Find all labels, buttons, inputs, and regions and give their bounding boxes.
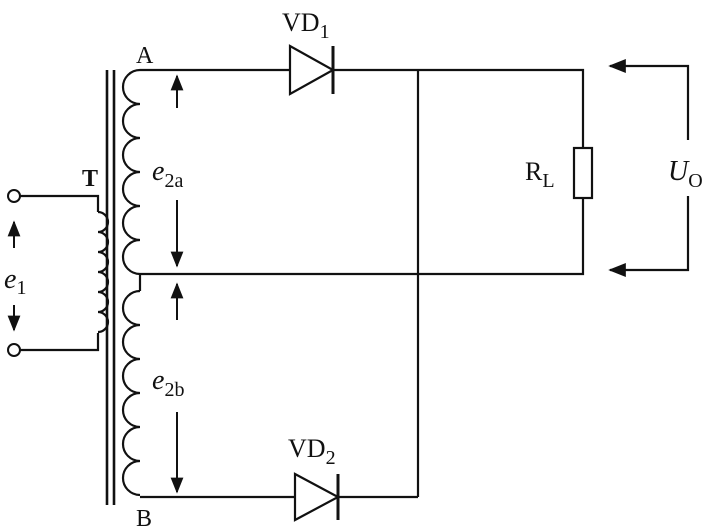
output-voltage-indicator: UO <box>608 58 703 278</box>
e1-label: e1 <box>4 264 26 299</box>
top-rail <box>140 68 585 148</box>
uo-bracket-top <box>608 58 690 140</box>
diode-vd2: VD2 <box>288 434 341 522</box>
terminal-b-label: B <box>136 506 152 530</box>
rl-label: RL <box>525 157 555 192</box>
vd2-label: VD2 <box>288 434 336 469</box>
center-tap-return <box>140 198 585 276</box>
secondary-winding: A B <box>121 43 154 530</box>
primary-circuit: e1 <box>4 189 110 357</box>
primary-winding <box>97 210 110 334</box>
diode-vd1: VD1 <box>282 8 336 96</box>
vd1-label: VD1 <box>282 8 330 43</box>
transformer-core: T <box>82 70 116 505</box>
primary-bottom-wire <box>20 333 100 352</box>
e2a-label: e2a <box>152 156 183 192</box>
diode-vd1-triangle <box>288 44 336 96</box>
input-terminal-bottom[interactable] <box>7 343 21 357</box>
transformer-label: T <box>82 166 98 192</box>
input-terminal-top[interactable] <box>7 189 21 203</box>
uo-label: UO <box>668 156 703 192</box>
resistor-rl-body <box>572 146 594 200</box>
primary-top-wire <box>20 194 100 212</box>
secondary-voltage-arrows: e2a e2b <box>152 74 184 494</box>
terminal-a-label: A <box>136 43 154 69</box>
output-wiring <box>140 68 585 499</box>
diode-vd2-triangle <box>293 472 341 522</box>
secondary-lower-winding <box>121 289 141 497</box>
uo-bracket-bottom <box>608 196 690 278</box>
load-resistor: RL <box>525 146 594 200</box>
secondary-upper-winding <box>121 68 141 276</box>
e2b-label: e2b <box>152 365 184 401</box>
